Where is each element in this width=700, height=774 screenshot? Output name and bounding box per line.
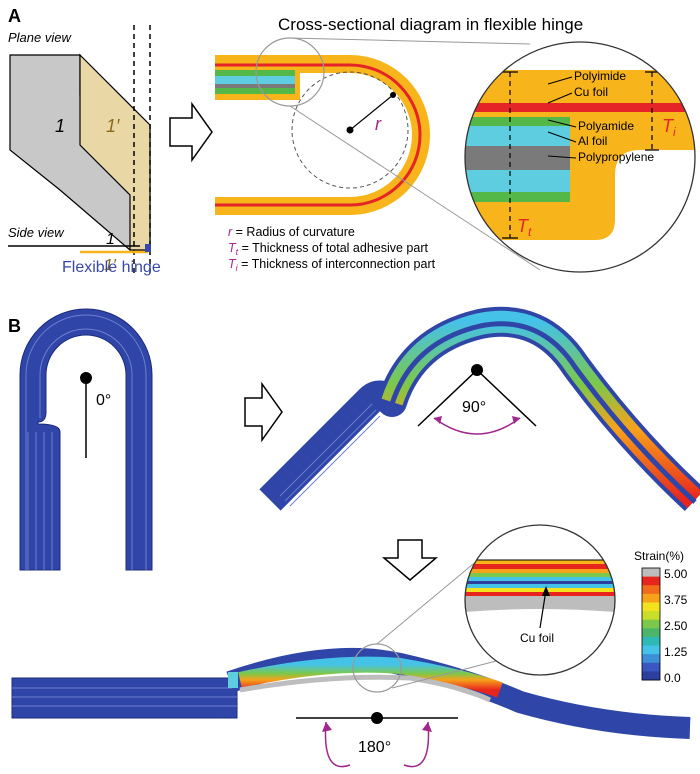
colorbar-cell bbox=[642, 628, 660, 638]
colorbar-cell bbox=[642, 636, 660, 647]
colorbar-tick-label: 2.50 bbox=[664, 619, 688, 633]
colorbar-ticks: 5.00 3.75 2.50 1.25 0.0 bbox=[664, 567, 688, 685]
panel-a-label: A bbox=[8, 6, 21, 26]
cross-section-title: Cross-sectional diagram in flexible hing… bbox=[278, 15, 583, 34]
legend-total-thickness: Tt = Thickness of total adhesive part bbox=[228, 241, 428, 257]
arrow-b-down-icon bbox=[381, 539, 439, 581]
angle-0-label: 0° bbox=[96, 392, 111, 409]
colorbar-cell bbox=[642, 602, 660, 612]
colorbar-cell bbox=[642, 593, 660, 603]
colorbar-cell bbox=[642, 619, 660, 629]
colorbar-cell bbox=[642, 654, 660, 664]
colorbar-tick-label: 1.25 bbox=[664, 645, 688, 659]
hinge-0-degree: 0° bbox=[19, 308, 153, 571]
colorbar-cell bbox=[642, 671, 660, 681]
colorbar-tick-label: 3.75 bbox=[664, 593, 688, 607]
colorbar-cell bbox=[642, 568, 660, 578]
strain-colorbar: Strain(%) 5.00 3.75 2.50 1.25 0.0 bbox=[634, 549, 688, 685]
colorbar-cell bbox=[642, 585, 660, 595]
hinge-marker bbox=[145, 244, 151, 252]
region-1-prime-label: 1′ bbox=[106, 116, 120, 136]
label-polypropylene: Polypropylene bbox=[578, 150, 654, 164]
label-polyamide: Polyamide bbox=[578, 119, 634, 133]
ti-symbol: Ti bbox=[662, 116, 676, 139]
side-view-label: Side view bbox=[8, 225, 65, 240]
label-al-foil: Al foil bbox=[578, 134, 607, 148]
zoom-detail-b: Cu foil bbox=[464, 524, 616, 676]
hinge-90-degree: 90° bbox=[259, 306, 700, 512]
legend-radius: r = Radius of curvature bbox=[228, 225, 355, 239]
panel-a-legend: r = Radius of curvature Tt = Thickness o… bbox=[228, 225, 436, 273]
label-polyimide: Polyimide bbox=[574, 69, 626, 83]
zoom-detail-a: Polyimide Cu foil Polyamide Al foil Poly… bbox=[464, 41, 696, 273]
colorbar-border bbox=[641, 567, 661, 681]
colorbar-cell bbox=[642, 611, 660, 621]
colorbar-tick-label: 0.0 bbox=[664, 671, 681, 685]
side-region-1-prime-label: 1′ bbox=[104, 257, 117, 274]
cu-foil-zoom-label: Cu foil bbox=[520, 631, 554, 645]
colorbar-tick-label: 5.00 bbox=[664, 567, 688, 581]
legend-interconnection-thickness: Ti = Thickness of interconnection part bbox=[228, 257, 436, 273]
label-cu-foil: Cu foil bbox=[574, 85, 608, 99]
radius-symbol: r bbox=[375, 114, 382, 134]
flexible-hinge-label: Flexible hinge bbox=[62, 259, 161, 276]
plane-view-diagram: 1 1′ bbox=[9, 25, 151, 275]
colorbar-cell bbox=[642, 576, 660, 586]
colorbar-cell bbox=[642, 645, 660, 655]
hinge-180-degree: 180° bbox=[11, 549, 691, 768]
side-region-1-label: 1 bbox=[106, 231, 115, 248]
tt-symbol: Tt bbox=[517, 216, 532, 239]
hinge-cross-section: r bbox=[215, 37, 541, 271]
colorbar-title: Strain(%) bbox=[634, 549, 684, 563]
region-1-label: 1 bbox=[55, 116, 65, 136]
plane-view-label: Plane view bbox=[8, 30, 72, 45]
arrow-a-icon bbox=[169, 101, 213, 163]
colorbar-cell bbox=[642, 662, 660, 672]
angle-180-label: 180° bbox=[358, 739, 391, 756]
arrow-b-right-icon bbox=[244, 381, 283, 443]
panel-b-label: B bbox=[8, 316, 21, 336]
colorbar-cells bbox=[641, 567, 661, 681]
angle-90-label: 90° bbox=[462, 399, 486, 416]
